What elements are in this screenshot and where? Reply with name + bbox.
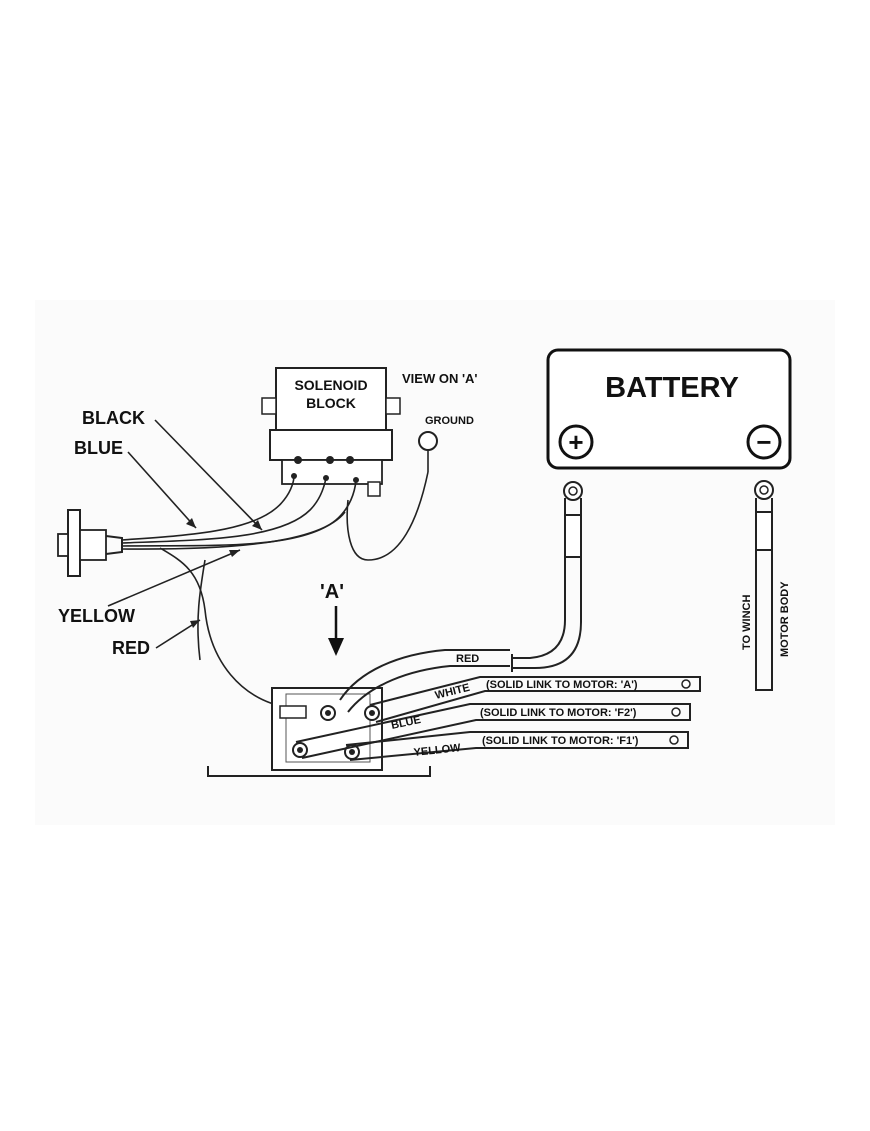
- red-cable-strap: [339, 649, 510, 713]
- connector-plug: [57, 509, 123, 577]
- blue-leader-head: [186, 518, 196, 528]
- yellow-leader: [107, 549, 241, 607]
- ground-label: GROUND: [425, 415, 474, 427]
- red-leader-head: [190, 620, 200, 628]
- black-leader: [154, 419, 263, 531]
- cable-yellow-label: YELLOW: [413, 742, 462, 759]
- positive-cable: [511, 481, 583, 672]
- cable-red-label: RED: [456, 653, 479, 665]
- negative-symbol: −: [756, 427, 771, 457]
- battery: BATTERY + −: [546, 348, 792, 470]
- link-f2-hole: [671, 707, 681, 717]
- battery-label: BATTERY: [605, 372, 739, 404]
- solenoid-label-line1: SOLENOID: [294, 377, 367, 393]
- link-f2-label: (SOLID LINK TO MOTOR: 'F2'): [480, 707, 637, 719]
- link-a-hole: [681, 679, 691, 689]
- red-wire-label: RED: [112, 638, 150, 658]
- link-a-label: (SOLID LINK TO MOTOR: 'A'): [486, 679, 638, 691]
- positive-symbol: +: [568, 427, 583, 457]
- black-leader-head: [252, 520, 262, 530]
- view-a-arrow-head: [328, 638, 344, 656]
- blue-strap: [295, 703, 691, 759]
- yellow-leader-head: [229, 550, 240, 557]
- black-wire-label: BLACK: [82, 408, 145, 428]
- to-winch-label: TO WINCH: [741, 595, 753, 650]
- view-on-a-label: VIEW ON 'A': [402, 371, 478, 386]
- solenoid-label-line2: BLOCK: [306, 395, 356, 411]
- yellow-wire-label: YELLOW: [58, 606, 135, 626]
- battery-positive-terminal: +: [558, 424, 594, 460]
- blue-wire-label: BLUE: [74, 438, 123, 458]
- wire-harness: [121, 475, 357, 709]
- solenoid-bottom: [207, 687, 431, 777]
- yellow-strap: [345, 731, 689, 761]
- negative-cable: TO WINCH MOTOR BODY: [741, 480, 791, 691]
- blue-leader: [127, 451, 197, 529]
- battery-negative-terminal: −: [746, 424, 782, 460]
- ground-lead: [346, 431, 438, 561]
- link-f1-hole: [669, 735, 679, 745]
- view-a-label: 'A': [320, 581, 344, 603]
- solenoid-block: SOLENOID BLOCK: [261, 367, 401, 497]
- link-f1-label: (SOLID LINK TO MOTOR: 'F1'): [482, 735, 639, 747]
- white-strap: [369, 676, 701, 723]
- motor-body-label: MOTOR BODY: [779, 581, 791, 657]
